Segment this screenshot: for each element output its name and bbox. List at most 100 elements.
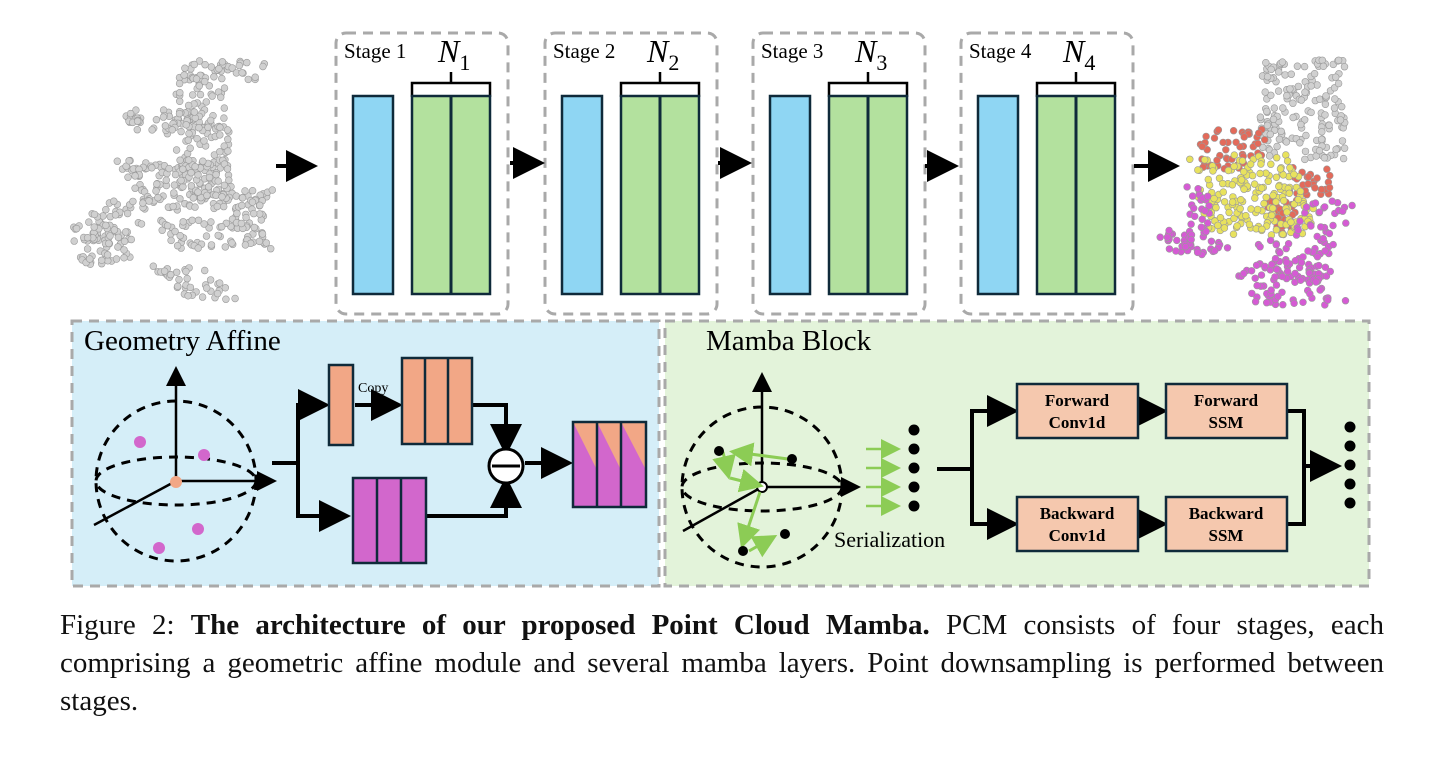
cloud-point-seat xyxy=(1257,160,1265,168)
cloud-point xyxy=(171,170,180,179)
mb-path-segment xyxy=(737,491,762,549)
cloud-point-seat xyxy=(1272,173,1281,182)
cloud-point-back xyxy=(1262,107,1271,116)
cloud-point xyxy=(90,210,99,219)
mb-output-dots xyxy=(1344,421,1356,509)
cloud-point-back xyxy=(1301,155,1309,164)
cloud-point xyxy=(182,121,190,129)
cloud-point xyxy=(72,224,81,233)
cloud-point xyxy=(195,82,204,90)
ga-arrow-to-orange xyxy=(272,389,330,465)
ga-point xyxy=(153,542,165,554)
cloud-point xyxy=(204,183,213,191)
cloud-point xyxy=(213,289,222,298)
cloud-point xyxy=(202,98,211,106)
cloud-point-back xyxy=(1325,121,1333,130)
cloud-point xyxy=(191,163,199,171)
cloud-point xyxy=(111,211,120,219)
mb-sphere xyxy=(680,372,861,569)
cloud-point xyxy=(214,231,222,240)
cloud-point xyxy=(238,201,246,210)
cloud-point-back xyxy=(1336,116,1345,124)
ga-magenta-neighbors xyxy=(351,476,428,565)
cloud-point xyxy=(189,194,198,202)
cloud-point-seat xyxy=(1272,226,1281,234)
cloud-point xyxy=(208,92,216,100)
cloud-point-seat xyxy=(1267,211,1276,220)
mb-seq-dot xyxy=(908,443,920,455)
cloud-point-seat xyxy=(1230,151,1239,159)
stage-frame xyxy=(751,31,927,316)
cloud-point-leg xyxy=(1313,232,1321,241)
cloud-point-back xyxy=(1266,130,1275,139)
cloud-point xyxy=(176,195,184,203)
cloud-point xyxy=(248,187,257,195)
cloud-point xyxy=(196,90,205,99)
mb-forward-ssm-line1: Forward xyxy=(1194,391,1259,410)
cloud-point-leg xyxy=(1329,240,1337,249)
cloud-point xyxy=(224,135,232,144)
ga-flow-lines xyxy=(272,389,573,532)
mb-backward-conv-line1: Backward xyxy=(1040,504,1115,523)
ga-output-frame xyxy=(571,420,648,509)
ga-point xyxy=(198,449,210,461)
cloud-point-leg xyxy=(1299,298,1307,306)
stage-layer-count: N4 xyxy=(1062,33,1095,75)
cloud-point-back xyxy=(1320,154,1329,162)
mb-point xyxy=(780,529,790,539)
cloud-point xyxy=(216,131,224,139)
cloud-point xyxy=(176,156,184,164)
cloud-point xyxy=(189,91,197,99)
ga-magenta-frame xyxy=(351,476,428,565)
mb-forward-ssm-box: Forward SSM xyxy=(1164,382,1289,440)
cloud-point-back xyxy=(1286,85,1294,93)
cloud-point-back xyxy=(1317,135,1326,144)
cloud-point xyxy=(207,116,215,125)
cloud-point xyxy=(255,237,264,246)
ga-arrow-to-subtract-top xyxy=(472,403,522,456)
cloud-point-arm xyxy=(1317,185,1326,194)
cloud-point xyxy=(216,123,224,132)
cloud-point-leg xyxy=(1256,243,1264,251)
cloud-point-seat xyxy=(1256,169,1264,178)
cloud-point-back xyxy=(1319,62,1328,71)
cloud-point-back xyxy=(1296,139,1304,147)
cloud-point-arm xyxy=(1219,138,1227,147)
cloud-point-leg xyxy=(1317,223,1325,231)
caption-title: The architecture of our proposed Point C… xyxy=(190,609,930,641)
ga-point xyxy=(134,436,146,448)
cloud-point-seat xyxy=(1247,205,1255,213)
cloud-point-seat xyxy=(1230,162,1238,171)
cloud-point xyxy=(228,239,236,247)
stage-label: Stage 4 xyxy=(969,39,1032,63)
mb-arrow-to-backward-conv xyxy=(970,469,1019,540)
cloud-point-back xyxy=(1321,100,1330,109)
cloud-point xyxy=(220,84,229,92)
cloud-point-seat xyxy=(1251,194,1259,202)
mb-backward-conv-box: Backward Conv1d xyxy=(1015,495,1140,553)
cloud-point-leg xyxy=(1194,185,1202,193)
cloud-point xyxy=(231,294,239,303)
cloud-point-back xyxy=(1274,68,1283,76)
cloud-point xyxy=(262,239,270,247)
mb-backward-ssm-rect xyxy=(1164,495,1289,553)
stage-brace xyxy=(827,72,909,97)
mb-out-dot xyxy=(1344,478,1356,490)
cloud-point-leg xyxy=(1315,208,1324,216)
cloud-point xyxy=(112,255,121,263)
cloud-point-seat xyxy=(1279,230,1287,238)
stage-layer-count-subscript: 3 xyxy=(876,50,887,75)
cloud-point xyxy=(187,169,195,177)
cloud-point-leg xyxy=(1201,207,1209,215)
cloud-point-back xyxy=(1277,127,1285,136)
cloud-point-arm xyxy=(1232,138,1240,147)
cloud-point-back xyxy=(1331,73,1340,81)
mb-serialization-label: Serialization xyxy=(834,527,945,552)
cloud-point xyxy=(235,61,244,70)
cloud-point xyxy=(201,77,209,86)
cloud-point-leg xyxy=(1257,271,1266,279)
cloud-point-leg xyxy=(1271,273,1279,281)
cloud-point-leg xyxy=(1190,212,1199,221)
cloud-point-leg xyxy=(1262,299,1271,307)
